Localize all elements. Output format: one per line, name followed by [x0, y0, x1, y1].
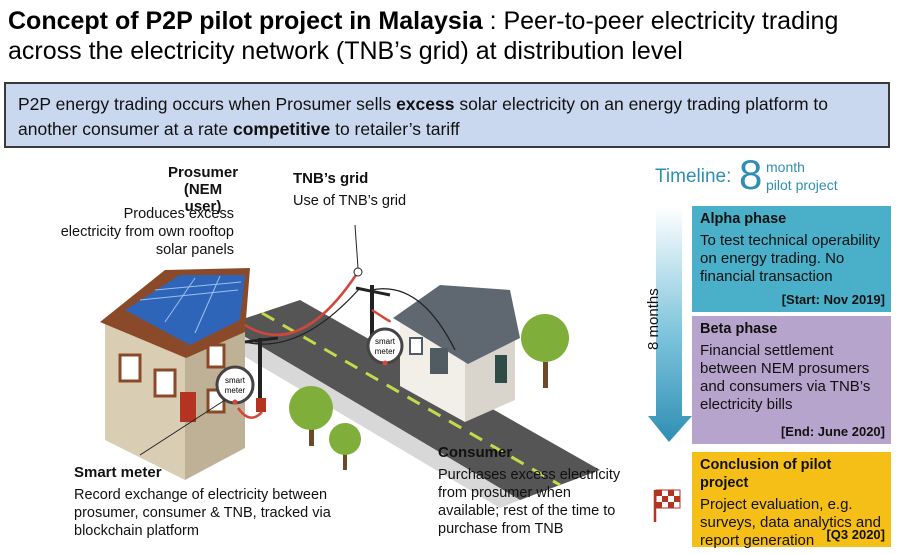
tree-icon — [521, 314, 569, 388]
smart-meter-icon: smart meter — [366, 327, 404, 366]
grid-desc: Use of TNB’s grid — [293, 193, 407, 209]
beta-title: Beta phase — [700, 321, 778, 337]
consumer-title: Consumer — [438, 444, 513, 461]
beta-desc: Financial settlement between NEM prosume… — [700, 342, 871, 413]
meter-label-2: meter — [375, 347, 396, 356]
page-title: Concept of P2P pilot project in Malaysia… — [8, 6, 888, 66]
wires — [236, 271, 391, 419]
conclusion-title: Conclusion of pilot project — [700, 457, 832, 491]
timeline-number: 8 — [739, 151, 763, 198]
definition-banner: P2P energy trading occurs when Prosumer … — [4, 82, 890, 148]
banner-bold-2: competitive — [232, 119, 331, 139]
smart-meter-title: Smart meter — [74, 464, 162, 481]
sidewalk — [205, 325, 520, 508]
title-bold: Concept of P2P pilot project in Malaysia — [8, 7, 483, 35]
grid-pointer — [354, 224, 359, 269]
alpha-phase-card: Alpha phase To test technical operabilit… — [692, 206, 891, 312]
road-marking — [261, 311, 561, 487]
grid-title: TNB’s grid — [293, 170, 369, 187]
consumer-house-icon — [393, 285, 520, 422]
meter-label-1: smart — [375, 337, 396, 346]
title-rest: : Peer-to-peer electricity trading acros… — [8, 7, 839, 65]
conclusion-date: [Q3 2020] — [826, 527, 885, 542]
finish-flag-icon — [653, 489, 681, 522]
prosumer-house-icon — [100, 268, 250, 480]
smart-meter-icon: smart meter — [215, 365, 255, 405]
beta-date: [End: June 2020] — [780, 424, 885, 439]
timeline-label: Timeline: — [655, 166, 732, 187]
meter-pointer — [139, 399, 226, 456]
beta-phase-card: Beta phase Financial settlement between … — [692, 316, 891, 444]
banner-text-2: solar electricity on an energy trading p… — [18, 94, 828, 139]
banner-text-3: to retailer’s tariff — [330, 119, 460, 139]
prosumer-title: Prosumer(NEM user) — [168, 164, 239, 215]
meter-label-2: meter — [225, 386, 246, 395]
p2p-illustration: smart meter smart meter — [100, 224, 600, 508]
alpha-date: [Start: Nov 2019] — [781, 292, 885, 307]
grid-pointer-dot — [353, 267, 363, 277]
tree-icon — [329, 423, 361, 470]
power-pole-icon — [244, 285, 391, 412]
conclusion-desc: Project evaluation, e.g. surveys, data a… — [700, 496, 881, 549]
banner-bold-1: excess — [396, 94, 455, 114]
alpha-title: Alpha phase — [700, 211, 787, 227]
timeline-duration: 8 months — [645, 288, 662, 350]
conclusion-card: Conclusion of pilot project Project eval… — [692, 452, 891, 549]
tree-icon — [289, 386, 333, 446]
banner-text-1: P2P energy trading occurs when Prosumer … — [18, 94, 397, 114]
timeline-arrow-icon — [648, 206, 692, 442]
alpha-desc: To test technical operability on energy … — [700, 232, 881, 285]
meter-label-1: smart — [225, 376, 246, 385]
